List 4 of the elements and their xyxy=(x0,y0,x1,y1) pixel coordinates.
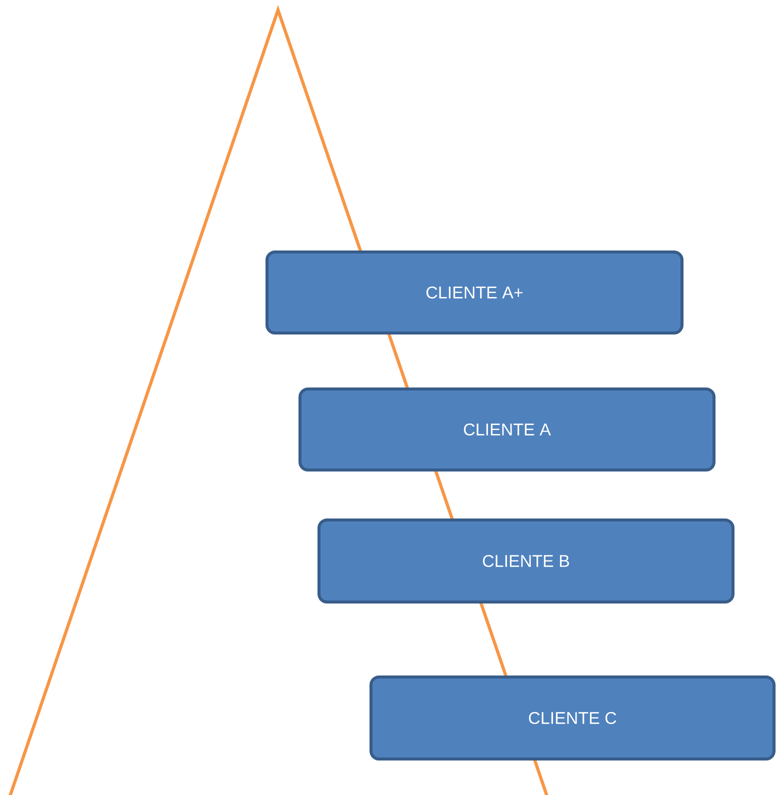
client-box: CLIENTE C xyxy=(370,676,776,760)
client-box: CLIENTE A+ xyxy=(266,250,684,334)
client-box: CLIENTE B xyxy=(318,518,734,604)
client-box: CLIENTE A xyxy=(298,388,716,472)
